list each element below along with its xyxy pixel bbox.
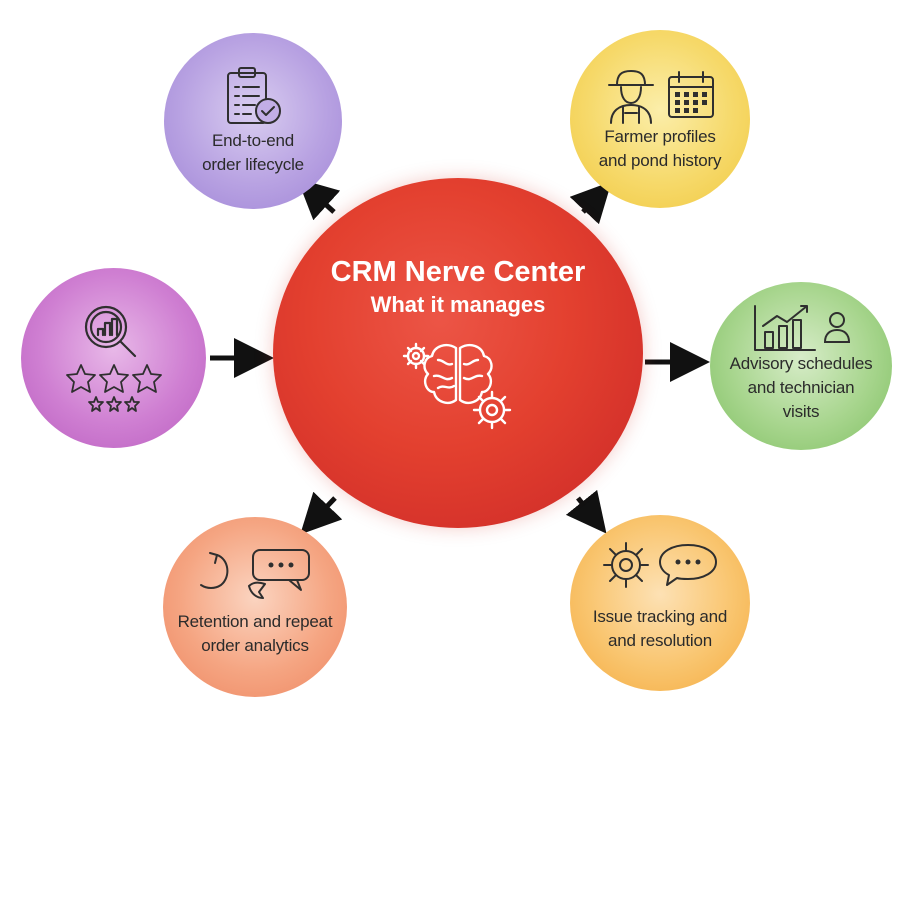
node-advisory-schedules: Advisory schedules and technician visits: [710, 282, 892, 450]
magnifier-chart-icon: [84, 305, 136, 358]
node-farmer-profiles: Farmer profiles and pond history: [570, 30, 750, 208]
chat-bubble-icon: [659, 544, 717, 586]
calendar-icon: [668, 71, 714, 118]
person-icon: [823, 312, 851, 343]
arrow-to-retention: [300, 491, 343, 535]
node-issue-tracking: Issue tracking and and resolution: [570, 515, 750, 691]
farmer-icon: [608, 70, 654, 124]
arrow-to-issue-tracking: [565, 489, 607, 534]
node-retention-analytics: Retention and repeat order analytics: [163, 517, 347, 697]
brain-gears-icon: [402, 342, 512, 430]
arrow-to-farmer-profiles: [569, 181, 612, 225]
node-label: Farmer profiles and pond history: [598, 127, 722, 170]
node-label: End-to-end order lifecycle: [202, 131, 304, 174]
stars-icon: [65, 364, 162, 412]
clipboard-check-icon: [227, 67, 281, 124]
crm-nerve-center: CRM Nerve Center What it manages: [273, 178, 643, 528]
growth-chart-icon: [754, 305, 816, 351]
arrow-to-order-lifecycle: [297, 178, 341, 221]
chat-bubbles-icon: [248, 549, 310, 599]
center-subtitle: What it manages: [370, 292, 546, 317]
node-order-lifecycle: End-to-end order lifecycle: [164, 33, 342, 209]
refresh-arrow-icon: [200, 552, 229, 589]
node-label: Issue tracking and and resolution: [592, 607, 728, 650]
node-label: Retention and repeat order analytics: [177, 612, 333, 655]
node-label: Advisory schedules and technician visits: [729, 354, 873, 421]
node-analytics-feedback: [21, 268, 206, 448]
center-title: CRM Nerve Center: [330, 256, 586, 288]
gear-icon: [603, 542, 649, 588]
